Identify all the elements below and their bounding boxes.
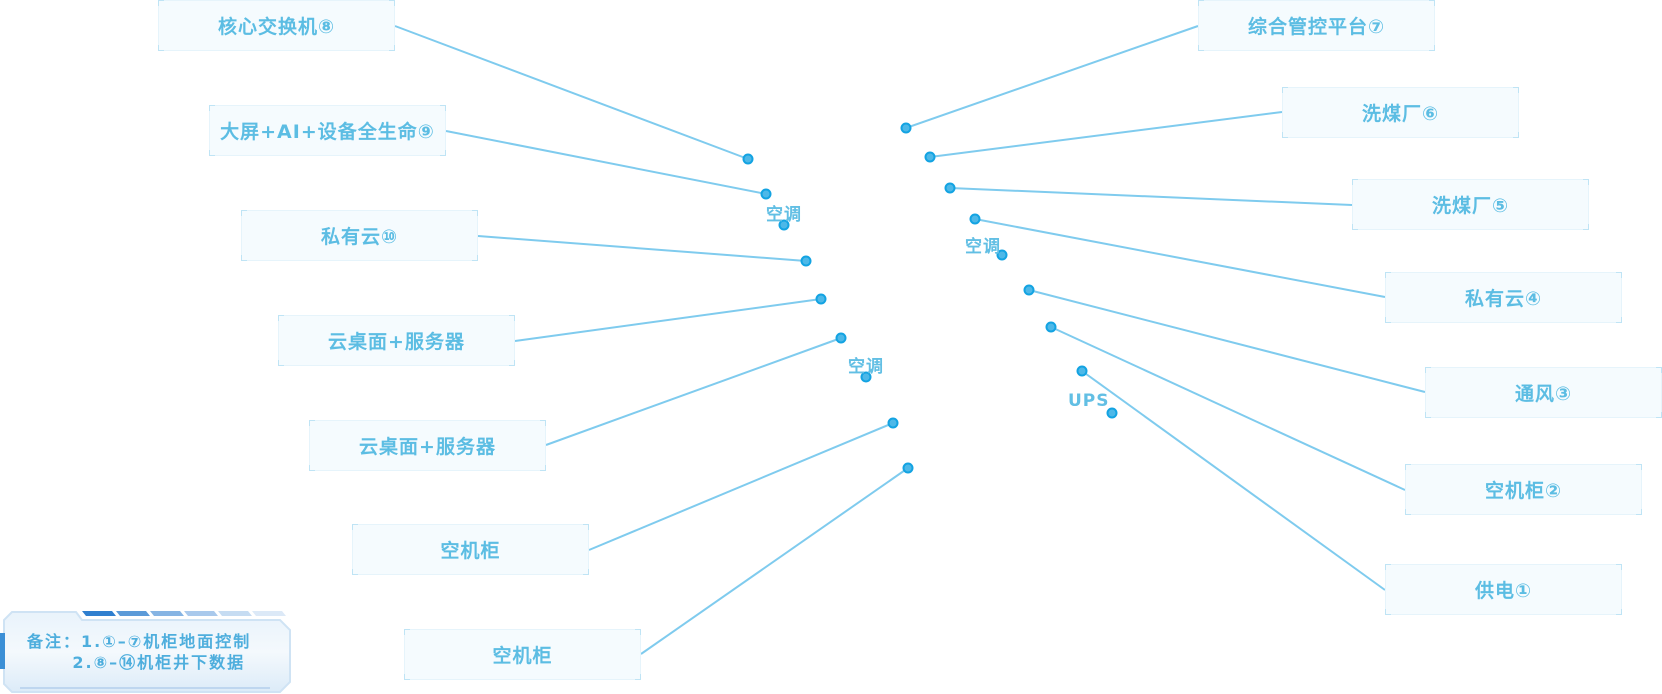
endpoint-dot[interactable] — [1045, 321, 1057, 333]
note-line-1: 备注：1.①–⑦机柜地面控制 — [27, 632, 252, 651]
node-label: 私有云④ — [1464, 288, 1543, 310]
node-ventilation-3[interactable]: 通风③ — [1425, 367, 1662, 418]
endpoint-dot[interactable] — [742, 153, 754, 165]
link-private-cloud-10 — [477, 235, 807, 262]
node-label: 供电① — [1474, 580, 1533, 602]
endpoint-dot[interactable] — [1076, 365, 1088, 377]
ac-dot[interactable] — [860, 371, 872, 383]
link-core-switch-8 — [394, 25, 749, 160]
endpoint-dot[interactable] — [900, 122, 912, 134]
link-control-platform-7 — [905, 25, 1199, 129]
tag-air-conditioner-b: 空调 — [965, 237, 1001, 257]
node-power-supply-1[interactable]: 供电① — [1385, 564, 1622, 615]
node-cloud-desktop-server-b[interactable]: 云桌面+服务器 — [309, 420, 546, 471]
endpoint-dot[interactable] — [815, 293, 827, 305]
node-label: 云桌面+服务器 — [328, 331, 465, 353]
node-cloud-desktop-server-a[interactable]: 云桌面+服务器 — [278, 315, 515, 366]
link-private-cloud-4 — [974, 218, 1386, 298]
node-private-cloud-10[interactable]: 私有云⑩ — [241, 210, 478, 261]
link-cloud-desktop-a — [514, 298, 822, 342]
link-empty-cabinet-a — [588, 422, 894, 551]
node-label: 大屏+AI+设备全生命⑨ — [220, 121, 435, 143]
endpoint-dot[interactable] — [1023, 284, 1035, 296]
node-label: 空机柜 — [492, 645, 553, 667]
node-label: 空机柜 — [440, 540, 501, 562]
node-empty-cabinet-a[interactable]: 空机柜 — [352, 524, 589, 575]
endpoint-dot[interactable] — [760, 188, 772, 200]
endpoint-dot[interactable] — [969, 213, 981, 225]
node-label: 综合管控平台⑦ — [1247, 16, 1386, 38]
ups-dot[interactable] — [1106, 407, 1118, 419]
link-coal-washing-5 — [949, 187, 1353, 206]
link-power-supply-1 — [1081, 370, 1386, 591]
link-ventilation-3 — [1028, 289, 1426, 393]
node-empty-cabinet-2[interactable]: 空机柜② — [1405, 464, 1642, 515]
endpoint-dot[interactable] — [800, 255, 812, 267]
node-control-platform-7[interactable]: 综合管控平台⑦ — [1198, 0, 1435, 51]
link-coal-washing-6 — [929, 111, 1283, 158]
endpoint-dot[interactable] — [924, 151, 936, 163]
note-panel: 备注：1.①–⑦机柜地面控制 2.⑧–⑭机柜井下数据 — [0, 610, 292, 694]
note-text: 备注：1.①–⑦机柜地面控制 2.⑧–⑭机柜井下数据 — [27, 631, 251, 673]
node-label: 通风③ — [1514, 383, 1573, 405]
node-label: 云桌面+服务器 — [359, 436, 496, 458]
endpoint-dot[interactable] — [944, 182, 956, 194]
node-private-cloud-4[interactable]: 私有云④ — [1385, 272, 1622, 323]
tag-air-conditioner-c: 空调 — [848, 357, 884, 377]
endpoint-dot[interactable] — [887, 417, 899, 429]
node-bigscreen-ai-9[interactable]: 大屏+AI+设备全生命⑨ — [209, 105, 446, 156]
node-empty-cabinet-b[interactable]: 空机柜 — [404, 629, 641, 680]
note-line-2: 2.⑧–⑭机柜井下数据 — [27, 653, 246, 672]
tag-ups: UPS — [1068, 391, 1110, 411]
node-coal-washing-5[interactable]: 洗煤厂⑤ — [1352, 179, 1589, 230]
node-label: 核心交换机⑧ — [217, 16, 336, 38]
link-empty-cabinet-b — [640, 467, 909, 655]
link-empty-cabinet-2 — [1050, 326, 1406, 491]
ac-dot[interactable] — [778, 219, 790, 231]
link-bigscreen-ai-9 — [445, 130, 767, 195]
node-coal-washing-6[interactable]: 洗煤厂⑥ — [1282, 87, 1519, 138]
node-label: 空机柜② — [1484, 480, 1563, 502]
node-core-switch-8[interactable]: 核心交换机⑧ — [158, 0, 395, 51]
node-label: 洗煤厂⑤ — [1431, 195, 1510, 217]
node-label: 洗煤厂⑥ — [1361, 103, 1440, 125]
endpoint-dot[interactable] — [902, 462, 914, 474]
node-label: 私有云⑩ — [320, 226, 399, 248]
note-panel-frame — [0, 611, 291, 693]
endpoint-dot[interactable] — [835, 332, 847, 344]
link-cloud-desktop-b — [545, 337, 842, 446]
ac-dot[interactable] — [996, 249, 1008, 261]
tag-air-conditioner-a: 空调 — [766, 205, 802, 225]
